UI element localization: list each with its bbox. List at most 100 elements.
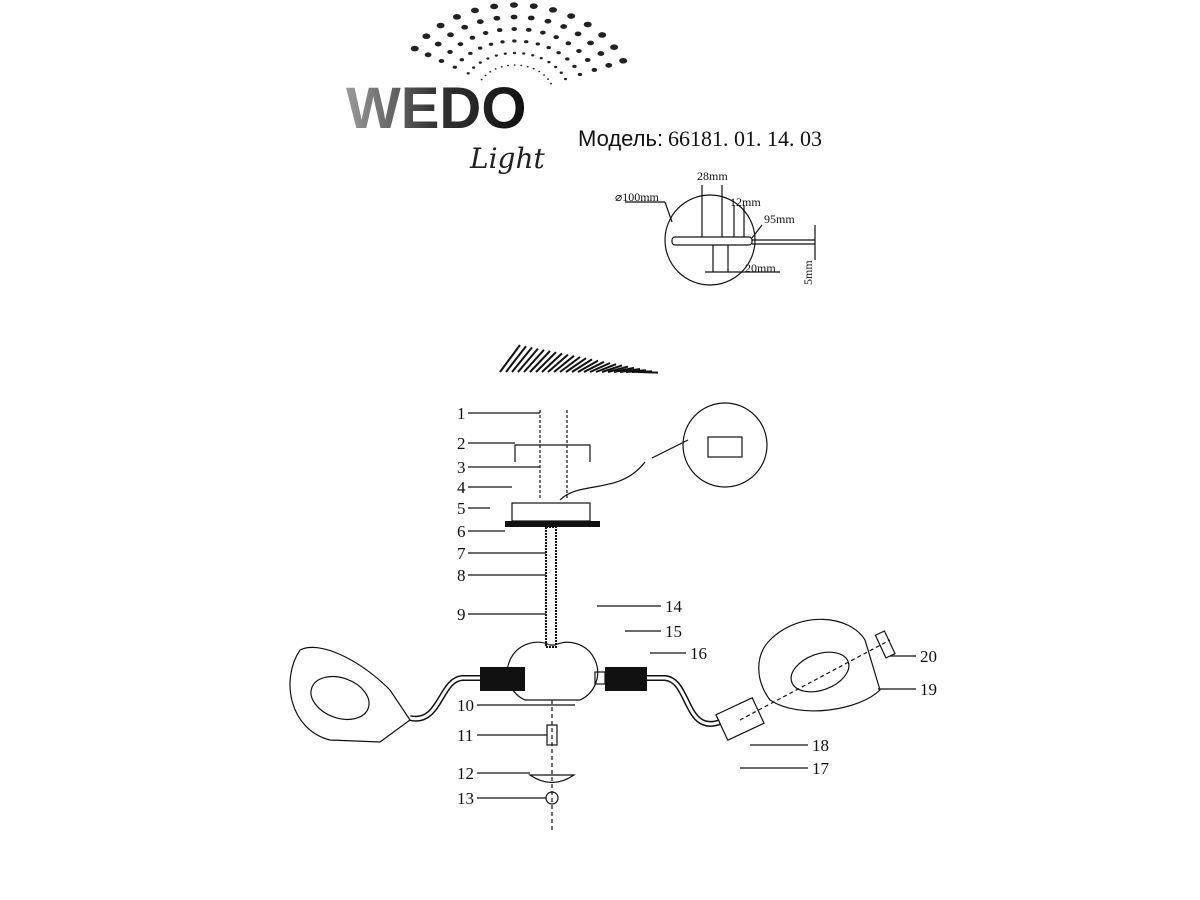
logo-dot <box>488 42 494 46</box>
hatch-line <box>523 349 545 373</box>
lampholder <box>715 697 765 741</box>
part-label-9: 9 <box>457 605 466 624</box>
logo-dot <box>447 49 453 54</box>
logo-dot <box>480 78 483 81</box>
logo-dot <box>526 65 529 68</box>
logo-dot <box>434 41 442 47</box>
logo-dot <box>476 19 484 25</box>
model-number: 66181. 01. 14. 03 <box>668 126 822 151</box>
logo-dot <box>550 82 553 85</box>
hatch-line <box>565 357 587 373</box>
logo-dot <box>587 40 594 46</box>
logo-dot <box>457 42 464 47</box>
logo-dot <box>532 67 535 70</box>
part-label-14: 14 <box>665 597 683 616</box>
logo-dot <box>577 72 583 77</box>
logo-dot <box>512 51 517 55</box>
logo-dot <box>503 52 507 55</box>
logo-dot <box>469 35 476 40</box>
part-label-18: 18 <box>812 736 829 755</box>
part-label-2: 2 <box>457 434 466 453</box>
part-label-13: 13 <box>457 789 474 808</box>
logo-dot <box>511 27 518 32</box>
logo-dot <box>605 62 613 68</box>
logo-dot <box>549 7 558 13</box>
dim-5mm: 5mm <box>801 260 815 285</box>
logo-dot <box>424 52 432 58</box>
part-label-12: 12 <box>457 764 474 783</box>
logo-dot <box>468 51 473 55</box>
hatch-line <box>619 368 641 373</box>
brand-logo: WEDO Light <box>346 2 628 175</box>
finial-cup <box>528 774 576 784</box>
logo-dot <box>478 61 482 64</box>
logo-dot <box>576 48 582 53</box>
hatch-line <box>571 358 593 373</box>
logo-dot <box>547 60 551 64</box>
logo-dot <box>543 74 546 76</box>
hatch-line <box>637 371 659 374</box>
logo-dot <box>522 52 526 55</box>
logo-dot <box>500 40 505 44</box>
logo-dot <box>466 72 470 75</box>
rod <box>545 526 557 648</box>
hatch-line <box>577 359 599 373</box>
logo-dot <box>410 45 419 52</box>
logo-dot <box>486 57 490 60</box>
logo-dot <box>438 58 445 63</box>
chandelier-assembly <box>289 402 896 830</box>
logo-dot <box>484 74 487 77</box>
logo-dot <box>509 2 518 8</box>
logo-dots <box>410 2 628 85</box>
part-label-1: 1 <box>457 404 466 423</box>
dim-diameter: ⌀100mm <box>615 190 660 204</box>
dim-20mm: 20mm <box>745 261 776 275</box>
hatch-line <box>553 355 575 373</box>
logo-dot <box>512 39 517 43</box>
hatch-line <box>607 365 629 373</box>
logo-dot <box>565 57 570 61</box>
logo-dot <box>572 64 577 68</box>
hatch-line <box>559 356 581 373</box>
logo-dot <box>489 71 492 73</box>
hatch-line <box>529 350 551 373</box>
logo-dot <box>584 57 591 62</box>
logo-dot <box>559 71 563 74</box>
logo-dot <box>494 68 497 70</box>
part-label-5: 5 <box>457 499 466 518</box>
logo-dot <box>531 54 535 57</box>
hatch-line <box>601 364 623 373</box>
logo-dot <box>490 3 499 10</box>
part-label-17: 17 <box>812 759 830 778</box>
model-label: Модель: <box>578 126 663 151</box>
logo-dot <box>507 64 510 67</box>
logo-dot <box>567 13 576 19</box>
logo-wordmark: WEDO <box>346 76 526 141</box>
hatch-line <box>535 351 557 373</box>
logo-dot <box>436 22 445 29</box>
logo-dot <box>510 14 518 20</box>
hatch-line <box>583 360 605 373</box>
logo-dot <box>525 27 532 32</box>
bracket-detail: ⌀100mm 28mm 12mm 95mm 20mm 5mm <box>615 169 816 286</box>
logo-dot <box>583 21 592 28</box>
part-label-20: 20 <box>920 647 937 666</box>
hatch-line <box>541 352 563 373</box>
hatch-line <box>517 347 539 373</box>
logo-dot <box>493 15 501 21</box>
logo-dot <box>560 24 568 29</box>
part-label-10: 10 <box>457 696 474 715</box>
logo-script: Light <box>469 142 546 175</box>
logo-dot <box>520 64 523 67</box>
logo-dot <box>556 51 561 55</box>
logo-dot <box>513 64 516 66</box>
logo-dot <box>553 35 559 40</box>
logo-dot <box>565 41 572 46</box>
hatch-line <box>613 366 635 373</box>
hatch-line <box>589 362 611 373</box>
logo-dot <box>554 65 558 69</box>
logo-dot <box>524 40 529 44</box>
hatch-line <box>547 353 569 373</box>
